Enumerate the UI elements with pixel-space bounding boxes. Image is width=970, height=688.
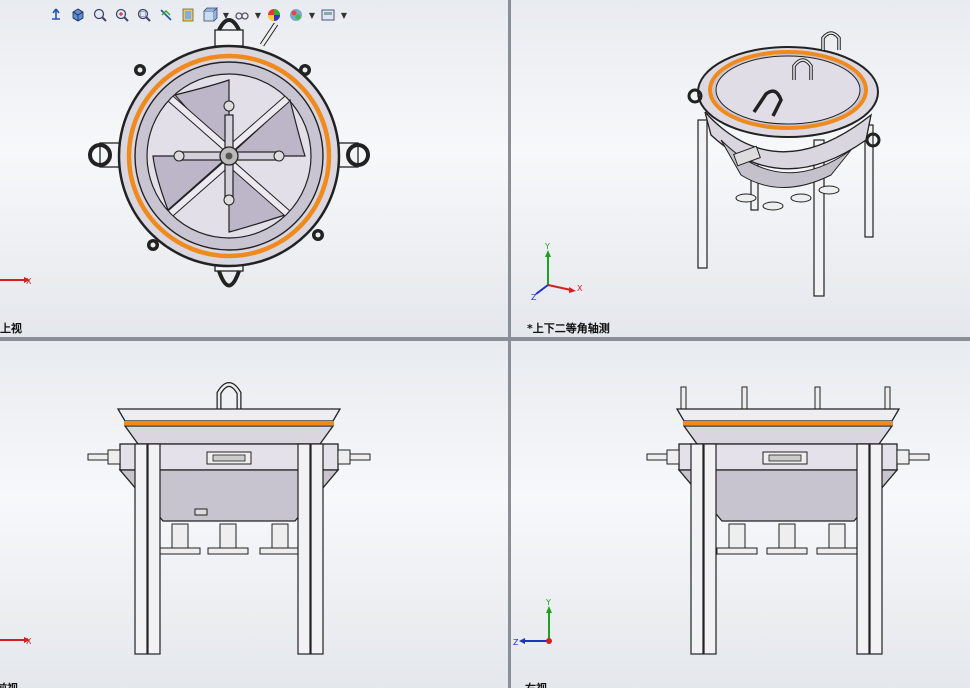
display-style-icon[interactable] <box>178 5 198 25</box>
view-settings-icon[interactable] <box>318 5 338 25</box>
viewport-label-top: 上视 <box>0 322 22 335</box>
triad-z-label: Z <box>513 638 519 647</box>
chevron-down-icon[interactable]: ▼ <box>222 10 230 20</box>
view-orientation-icon[interactable] <box>46 5 66 25</box>
view-cube-icon[interactable] <box>200 5 220 25</box>
triad-x-label: X <box>26 277 32 286</box>
viewport-label-isometric: *上下二等角轴测 <box>527 322 610 335</box>
top-view-model: X <box>0 18 370 288</box>
front-view-model: X <box>0 382 371 655</box>
triad-x-label: X <box>26 637 32 646</box>
triad-y-label: Y <box>544 242 550 251</box>
viewport-front-view[interactable]: X 前视 <box>0 341 508 688</box>
viewport-top-view[interactable]: ▼ ▼ ▼ ▼ <box>0 0 508 337</box>
viewport-isometric-view[interactable]: Y X Z *上下二等角轴测 <box>511 0 970 337</box>
chevron-down-icon[interactable]: ▼ <box>340 10 348 20</box>
zoom-area-icon[interactable] <box>112 5 132 25</box>
isometric-model: Y X Z <box>531 31 881 302</box>
right-view-model: Y Z <box>513 386 930 655</box>
triad-z-label: Z <box>531 293 537 302</box>
triad-x-label: X <box>577 284 583 293</box>
viewport-label-front: 前视 <box>0 680 18 688</box>
hide-show-icon[interactable] <box>232 5 252 25</box>
heads-up-view-toolbar: ▼ ▼ ▼ ▼ <box>46 4 348 26</box>
section-view-icon[interactable] <box>156 5 176 25</box>
edit-appearance-icon[interactable] <box>264 5 284 25</box>
zoom-to-fit-icon[interactable] <box>90 5 110 25</box>
zoom-in-out-icon[interactable] <box>134 5 154 25</box>
viewport-label-right: 右视 <box>525 680 547 688</box>
triad-y-label: Y <box>545 598 551 607</box>
chevron-down-icon[interactable]: ▼ <box>308 10 316 20</box>
chevron-down-icon[interactable]: ▼ <box>254 10 262 20</box>
apply-scene-icon[interactable] <box>286 5 306 25</box>
cube-view-icon[interactable] <box>68 5 88 25</box>
viewport-right-view[interactable]: Y Z 右视 <box>511 341 970 688</box>
